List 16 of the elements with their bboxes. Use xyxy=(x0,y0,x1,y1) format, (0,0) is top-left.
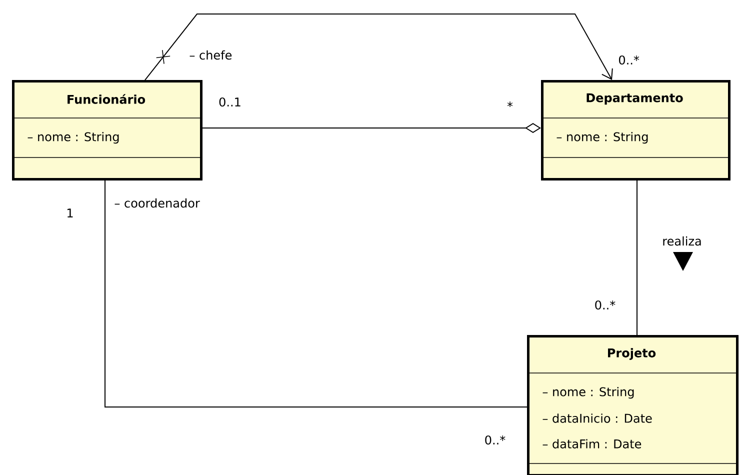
multiplicity-label: 0..1 xyxy=(219,97,240,107)
class-box: Projeto – nome : String – dataInicio : Date – dataFim : Date xyxy=(526,335,738,475)
association-line xyxy=(202,123,541,133)
multiplicity-label: 0..* xyxy=(485,435,506,445)
multiplicity-label: 0..* xyxy=(619,55,640,65)
edge-label: – coordenador xyxy=(113,197,201,209)
class-box: Funcionário – nome : String xyxy=(12,80,202,180)
multiplicity-label: 1 xyxy=(68,208,73,218)
multiplicity-label: * xyxy=(507,102,513,108)
multiplicity-label: 0..* xyxy=(595,300,616,310)
class-box: Departamento – nome : String xyxy=(540,80,730,180)
edge-label: realiza xyxy=(661,235,703,247)
edge-label: – chefe xyxy=(188,49,234,61)
association-line xyxy=(144,14,613,80)
association-line xyxy=(636,180,638,336)
association-line xyxy=(104,180,528,408)
